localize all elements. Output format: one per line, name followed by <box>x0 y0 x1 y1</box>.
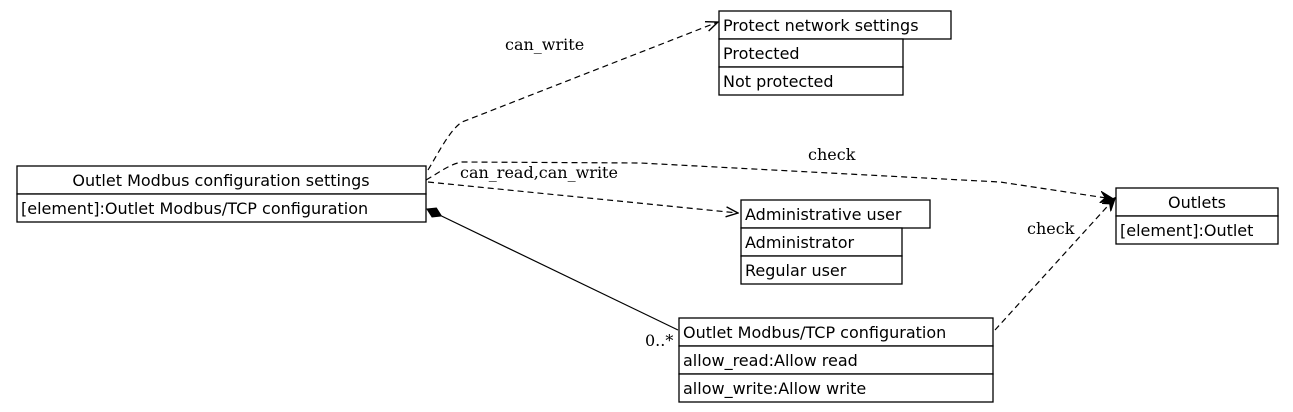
node-attribute: [element]:Outlet <box>1120 221 1253 240</box>
edge-label-can-write: can_write <box>505 35 584 54</box>
edge-settings-composition-tcpconfig: 0..* <box>426 207 679 350</box>
edge-label-can-read-can-write: can_read,can_write <box>460 163 618 182</box>
node-protect-network-settings[interactable]: Protect network settings Protected Not p… <box>718 10 952 96</box>
node-title: Administrative user <box>745 205 902 224</box>
multiplicity-label: 0..* <box>645 331 673 350</box>
node-outlet-modbus-tcp-configuration[interactable]: Outlet Modbus/TCP configuration allow_re… <box>678 317 994 403</box>
edge-label-check-2: check <box>1027 219 1075 238</box>
node-option: Regular user <box>745 261 847 280</box>
edge-tcpconfig-to-outlets: check <box>994 198 1115 331</box>
node-attribute: [element]:Outlet Modbus/TCP configuratio… <box>21 199 368 218</box>
edge-settings-to-outlets: check <box>426 145 1113 199</box>
node-title: Outlets <box>1168 193 1226 212</box>
node-administrative-user[interactable]: Administrative user Administrator Regula… <box>740 199 931 285</box>
node-option: Not protected <box>723 72 833 91</box>
node-title: Outlet Modbus configuration settings <box>72 171 369 190</box>
node-option: Protected <box>723 44 800 63</box>
node-outlets[interactable]: Outlets [element]:Outlet <box>1115 187 1279 245</box>
node-option: Administrator <box>745 233 854 252</box>
node-outlet-modbus-configuration-settings[interactable]: Outlet Modbus configuration settings [el… <box>16 165 427 223</box>
edge-settings-to-protect: can_write <box>427 22 718 171</box>
node-title: Outlet Modbus/TCP configuration <box>683 323 946 342</box>
edge-settings-to-admin: can_read,can_write <box>427 163 738 213</box>
node-attribute: allow_write:Allow write <box>683 379 866 399</box>
edge-label-check: check <box>808 145 856 164</box>
node-title: Protect network settings <box>723 16 919 35</box>
node-attribute: allow_read:Allow read <box>683 351 858 371</box>
